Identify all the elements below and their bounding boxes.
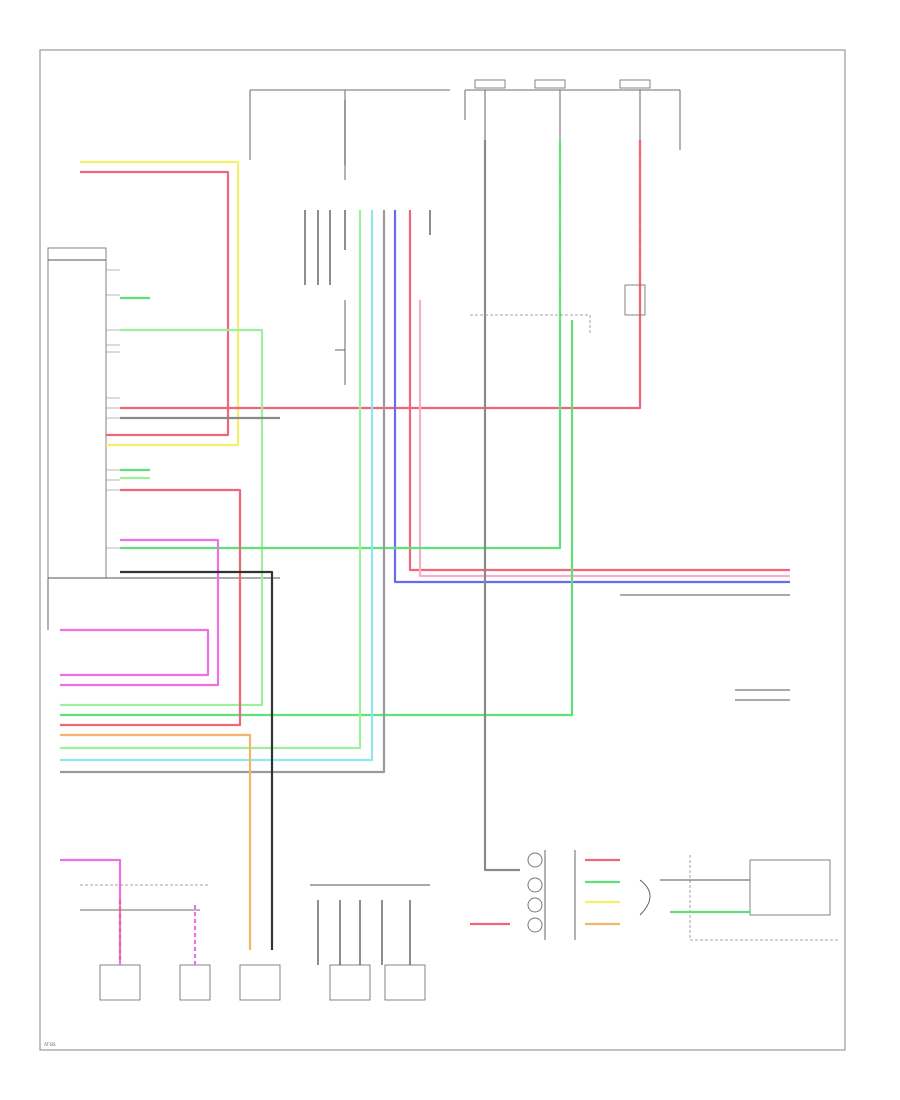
wire-green-2 xyxy=(60,328,264,707)
footer-code: AT-BS xyxy=(44,1042,56,1047)
wire-magenta-1 xyxy=(60,538,220,687)
left-control-module xyxy=(47,247,280,630)
wire-gray-fuse xyxy=(483,140,520,872)
wire-black xyxy=(120,570,274,950)
bottom-connectors xyxy=(60,858,430,1001)
diagram-frame xyxy=(39,49,846,1051)
top-connectors xyxy=(304,210,431,285)
wire-green-5 xyxy=(60,210,362,750)
top-fuse-area xyxy=(249,79,681,180)
wire-orange-lower xyxy=(60,733,252,950)
wire-red-right xyxy=(408,210,790,572)
wire-red-top xyxy=(80,170,230,437)
wire-green-4 xyxy=(60,320,574,717)
bottom-right-components xyxy=(470,850,840,941)
wire-magenta-2 xyxy=(60,628,210,677)
wire-gray-long xyxy=(60,210,386,774)
wire-pink-right xyxy=(418,300,790,578)
wire-blue-right xyxy=(393,210,790,584)
right-mid-annotations xyxy=(620,594,790,701)
wire-red-lower xyxy=(60,488,242,727)
wire-yellow-top xyxy=(80,160,240,447)
wire-cyan xyxy=(60,210,374,762)
wire-red-main xyxy=(120,140,642,410)
mid-boxes xyxy=(335,284,646,385)
wire-green-3 xyxy=(120,140,562,550)
